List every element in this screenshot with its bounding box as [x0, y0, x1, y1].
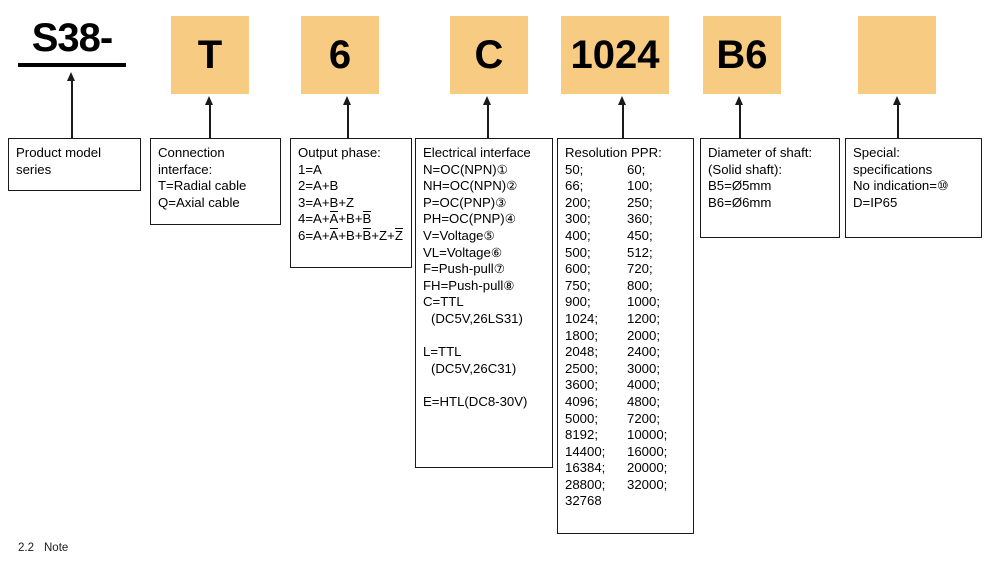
resolution-row: 50;60;	[565, 161, 646, 177]
electrical-option-e: E=HTL(DC8-30V)	[423, 393, 528, 409]
resolution-row: 1024;1200;	[565, 310, 661, 326]
resolution-row: 2500;3000;	[565, 360, 661, 376]
electrical-option-v: V=Voltage⑤	[423, 227, 495, 243]
connector-special	[897, 104, 899, 138]
code-segment-connection: T	[171, 16, 249, 94]
shaft-line-2: (Solid shaft):	[708, 161, 783, 177]
code-segment-electrical: C	[450, 16, 528, 94]
code-segment-series: S38-	[18, 18, 126, 67]
resolution-row: 300;360;	[565, 211, 653, 227]
resolution-row: 600;720;	[565, 261, 653, 277]
electrical-spacer-2	[423, 377, 545, 394]
code-segment-shaft: B6	[703, 16, 781, 94]
series-underline	[18, 63, 126, 67]
resolution-row: 66;100;	[565, 178, 653, 194]
footer-note-number: 2.2	[18, 542, 34, 554]
code-segment-special	[858, 16, 936, 94]
product-series-line-1: Product model	[16, 145, 102, 160]
arrow-special	[893, 96, 901, 105]
arrow-output-phase	[343, 96, 351, 105]
electrical-option-l-detail: (DC5V,26C31)	[431, 360, 517, 376]
output-phase-option-2: 2=A+B	[298, 178, 339, 194]
footer-note: 2.2 Note	[18, 542, 68, 554]
electrical-option-c: C=TTL	[423, 294, 464, 310]
output-phase-option-1: 1=A	[298, 161, 322, 177]
electrical-spacer-1	[423, 328, 545, 345]
legend-box-connection-interface: Connection interface: T=Radial cable Q=A…	[150, 138, 281, 225]
arrow-electrical	[483, 96, 491, 105]
arrow-connection	[205, 96, 213, 105]
code-segment-output-phase: 6	[301, 16, 379, 94]
arrow-resolution	[618, 96, 626, 105]
arrow-shaft	[735, 96, 743, 105]
output-phase-option-3: 3=A+B+Z	[298, 194, 355, 210]
code-segment-resolution: 1024	[561, 16, 669, 94]
special-line-2: specifications	[853, 161, 933, 177]
legend-box-product-series: Product model series	[8, 138, 141, 191]
legend-box-shaft-diameter: Diameter of shaft: (Solid shaft): B5=Ø5m…	[700, 138, 840, 238]
arrow-series	[67, 72, 75, 81]
resolution-row: 1800;2000;	[565, 327, 661, 343]
connector-connection	[209, 104, 211, 138]
shaft-line-1: Diameter of shaft:	[708, 145, 813, 160]
resolution-row: 16384;20000;	[565, 460, 668, 476]
output-phase-title: Output phase:	[298, 145, 381, 160]
code-segment-series-text: S38-	[31, 16, 113, 60]
resolution-row: 900;1000;	[565, 294, 661, 310]
electrical-option-vl: VL=Voltage⑥	[423, 244, 503, 260]
connection-line-2: interface:	[158, 161, 213, 177]
resolution-row: 400;450;	[565, 227, 653, 243]
special-line-3: No indication=⑩	[853, 178, 949, 194]
resolution-row: 3600;4000;	[565, 377, 661, 393]
resolution-row: 5000;7200;	[565, 410, 661, 426]
electrical-option-f: F=Push-pull⑦	[423, 261, 506, 277]
output-phase-option-4: 4=A+A+B+B	[298, 211, 372, 227]
connector-shaft	[739, 104, 741, 138]
connection-line-3: T=Radial cable	[158, 178, 247, 194]
electrical-option-nh: NH=OC(NPN)②	[423, 178, 518, 194]
resolution-row: 750;800;	[565, 277, 653, 293]
connection-line-1: Connection	[158, 145, 225, 160]
connector-series	[71, 80, 73, 138]
connection-line-4: Q=Axial cable	[158, 194, 240, 210]
electrical-option-p: P=OC(PNP)③	[423, 194, 507, 210]
resolution-row: 14400;16000;	[565, 443, 668, 459]
output-phase-option-6: 6=A+A+B+B+Z+Z	[298, 227, 403, 243]
electrical-option-ph: PH=OC(PNP)④	[423, 211, 516, 227]
resolution-row: 2048;2400;	[565, 344, 661, 360]
special-line-4: D=IP65	[853, 194, 898, 210]
shaft-line-4: B6=Ø6mm	[708, 194, 772, 210]
electrical-option-c-detail: (DC5V,26LS31)	[431, 310, 523, 326]
resolution-row: 200;250;	[565, 194, 653, 210]
legend-box-special-spec: Special: specifications No indication=⑩ …	[845, 138, 982, 238]
legend-box-resolution: Resolution PPR: 50;60; 66;100; 200;250; …	[557, 138, 694, 534]
resolution-row: 28800;32000;	[565, 476, 668, 492]
footer-note-label: Note	[44, 542, 69, 554]
legend-box-electrical-interface: Electrical interface N=OC(NPN)① NH=OC(NP…	[415, 138, 553, 468]
connector-resolution	[622, 104, 624, 138]
connector-output-phase	[347, 104, 349, 138]
shaft-line-3: B5=Ø5mm	[708, 178, 772, 194]
electrical-option-l: L=TTL	[423, 344, 462, 360]
resolution-row: 4096;4800;	[565, 393, 661, 409]
product-series-line-2: series	[16, 161, 52, 177]
legend-box-output-phase: Output phase: 1=A 2=A+B 3=A+B+Z 4=A+A+B+…	[290, 138, 412, 268]
resolution-row: 500;512;	[565, 244, 653, 260]
electrical-option-n: N=OC(NPN)①	[423, 161, 508, 177]
resolution-row: 32768	[565, 493, 602, 509]
connector-electrical	[487, 104, 489, 138]
electrical-option-fh: FH=Push-pull⑧	[423, 277, 515, 293]
special-line-1: Special:	[853, 145, 900, 160]
resolution-title: Resolution PPR:	[565, 145, 662, 160]
electrical-title: Electrical interface	[423, 145, 531, 160]
resolution-row: 8192;10000;	[565, 427, 668, 443]
